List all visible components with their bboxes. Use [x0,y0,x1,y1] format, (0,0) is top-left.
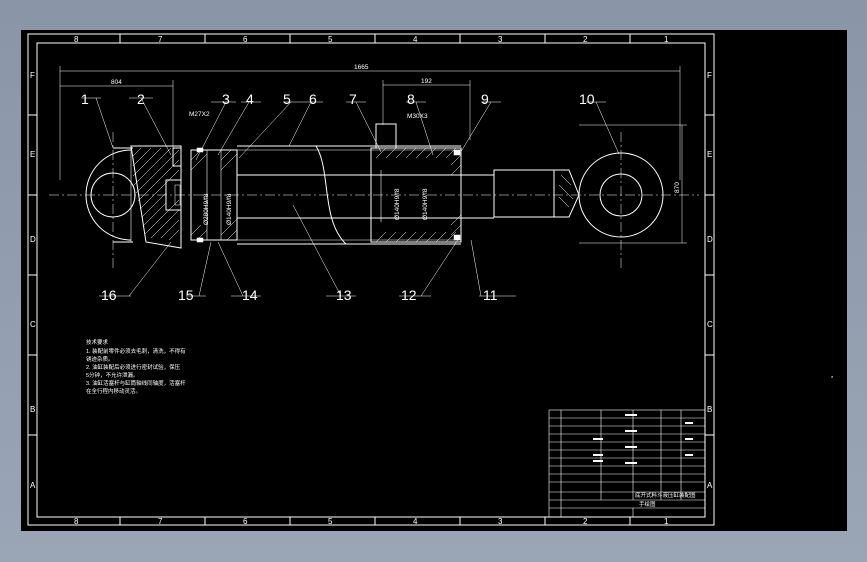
rear-pin-block [165,179,182,211]
zone-col-2: 2 [583,35,588,44]
zone-row-c-right: C [707,320,713,329]
dim-left-offset: 804 [111,79,122,86]
dim-port-thread-left: M27X2 [189,111,210,118]
rear-port [172,147,182,167]
zone-row-b-right: B [707,405,712,414]
technical-notes: 技术要求 1. 装配前零件必须去毛刺，清洗，不得有 锈迹杂质。 2. 油缸装配后… [86,338,186,395]
zone-col-5-bottom: 5 [328,517,333,526]
part-number-16: 16 [101,287,117,303]
dim-port-spacing: 192 [421,78,432,85]
rod-thread [558,174,574,208]
outer-border [27,33,715,526]
rear-cap [130,145,182,249]
zone-labels-bottom: 8 7 6 5 4 3 2 1 [74,517,669,526]
zone-col-5: 5 [328,35,333,44]
dimension-lines [59,66,687,244]
part-number-10: 10 [579,91,595,107]
zone-row-e: E [30,150,35,159]
left-clevis [85,147,136,243]
assembly-drawing: 8 7 6 5 4 3 2 1 8 7 6 5 4 3 2 1 F E D C … [27,33,834,526]
part-number-5: 5 [283,91,291,107]
notes-line-3: 2. 油缸装配后必须进行密封试验，保压 [86,363,181,371]
zone-row-f: F [30,71,35,80]
parts-list-marks [593,414,693,464]
zone-col-1: 1 [664,35,669,44]
zone-col-7-bottom: 7 [158,517,163,526]
zone-col-8-bottom: 8 [74,517,79,526]
rod-end [493,169,555,218]
zone-col-1-bottom: 1 [664,517,669,526]
notes-line-6: 在全行程内移动灵活。 [86,387,141,395]
part-number-14: 14 [242,287,258,303]
zone-row-d: D [30,235,36,244]
front-port [375,123,397,149]
zone-labels-right: F E D C B A [707,71,713,490]
zone-col-4-bottom: 4 [413,517,418,526]
title-block-designer: 手绘图 [639,500,656,508]
part-number-4: 4 [246,91,254,107]
part-number-8: 8 [407,91,415,107]
zone-col-8: 8 [74,35,79,44]
part-number-15: 15 [178,287,194,303]
zone-row-b: B [30,405,35,414]
dim-piston-bore: Ø280H9/f8 [203,193,210,225]
part-number-1: 1 [81,91,89,107]
part-number-2: 2 [137,91,145,107]
part-number-7: 7 [349,91,357,107]
notes-line-4: 5分钟，不允许泄漏。 [86,371,139,379]
zone-row-d-right: D [707,235,713,244]
zone-row-a: A [30,481,36,490]
barrel-break-line [315,145,347,245]
rear-cap-hatch [132,147,180,241]
zone-col-2-bottom: 2 [583,517,588,526]
part-number-11: 11 [483,287,498,303]
dim-overall-length: 1665 [354,64,369,71]
zone-labels-left: F E D C B A [30,71,36,490]
zone-col-7: 7 [158,35,163,44]
zone-row-c: C [30,320,36,329]
notes-title: 技术要求 [86,338,109,346]
zone-ticks [28,34,714,525]
dim-gland-bore-2: Ø140H9/f8 [422,188,429,220]
zone-col-4: 4 [413,35,418,44]
zone-row-e-right: E [707,150,712,159]
piston-hatch [190,149,238,241]
part-number-12: 12 [401,287,417,303]
dim-height: 870 [674,182,681,193]
dim-piston-rod: Ø140H9/f8 [226,193,233,225]
part-number-9: 9 [481,91,489,107]
notes-line-5: 3. 油缸活塞杆与缸筒轴线同轴度，活塞杆 [86,379,186,387]
gland-hatch [375,147,462,243]
right-clevis [578,152,664,238]
zone-col-3: 3 [498,35,503,44]
rod-end-hatch [554,169,580,218]
title-block-drawing-title: 底开式料斗液压缸装配图 [635,491,696,499]
cad-viewport[interactable]: 8 7 6 5 4 3 2 1 8 7 6 5 4 3 2 1 F E D C … [21,30,847,531]
zone-col-3-bottom: 3 [498,517,503,526]
zone-labels-top: 8 7 6 5 4 3 2 1 [74,35,669,44]
part-number-13: 13 [336,287,352,303]
dim-port-thread-right: M30X3 [407,113,428,120]
dim-gland-bore-1: Ø140H9/f8 [394,188,401,220]
zone-row-f-right: F [707,71,712,80]
leader-lines [81,97,620,297]
zone-col-6: 6 [243,35,248,44]
zone-row-a-right: A [707,481,713,490]
piston [190,149,238,241]
inner-border [36,42,706,518]
notes-line-2: 锈迹杂质。 [86,355,114,363]
part-number-3: 3 [222,91,230,107]
cursor-crosshair-icon: * [831,376,834,382]
notes-line-1: 1. 装配前零件必须去毛刺，清洗，不得有 [86,347,186,355]
zone-col-6-bottom: 6 [243,517,248,526]
parts-list [548,409,706,518]
part-number-6: 6 [309,91,317,107]
